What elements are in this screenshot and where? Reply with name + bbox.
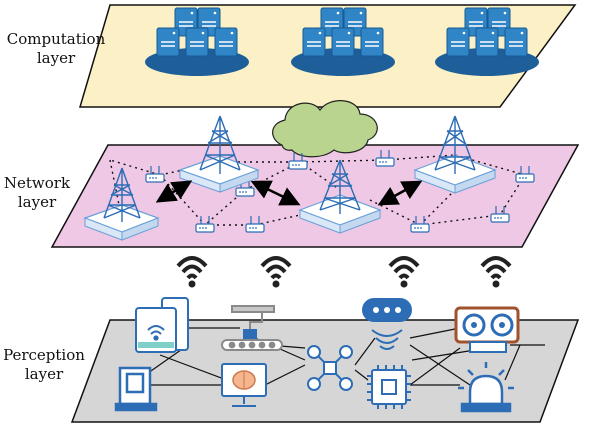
tower-icon-4 (413, 115, 497, 194)
ai-computer-icon (221, 363, 267, 407)
server-cluster-3 (435, 7, 539, 76)
network-layer-label-line1: Network (3, 174, 71, 192)
tower-icon-2 (178, 115, 260, 193)
network-layer-label: Network layer (2, 174, 72, 212)
smart-speaker-icon (362, 298, 412, 350)
wireless-signals (176, 256, 512, 290)
tower-icon-3 (298, 159, 382, 234)
wireless-signal-icon (260, 256, 292, 290)
network-layer-label-line2: layer (17, 193, 57, 211)
cloud-icon (272, 100, 378, 158)
chip-icon (367, 365, 411, 409)
server-cluster-1 (145, 7, 249, 76)
microscope-icon (114, 366, 158, 412)
drone-icon (307, 345, 353, 391)
double-arrow-icon (377, 180, 423, 206)
perception-layer-label: Perception layer (0, 346, 88, 384)
computation-layer-label: Computation layer (0, 30, 112, 68)
projector-icon (454, 306, 520, 353)
computation-layer-label-line1: Computation (6, 30, 106, 48)
alarm-light-icon (458, 362, 514, 413)
perception-layer-label-line2: layer (24, 365, 64, 383)
double-arrow-icon (250, 180, 301, 206)
wireless-signal-icon (176, 256, 208, 290)
wireless-signal-icon (388, 256, 420, 290)
tablet-icon (135, 297, 189, 353)
computation-layer-label-line2: layer (36, 49, 76, 67)
wireless-signal-icon (480, 256, 512, 290)
tower-icon-1 (83, 167, 160, 241)
perception-layer-label-line1: Perception (3, 346, 85, 364)
robot-arm-icon (221, 305, 283, 351)
double-arrow-icon (155, 180, 193, 203)
tower-link-arrows (155, 180, 423, 206)
server-cluster-2 (291, 7, 395, 76)
